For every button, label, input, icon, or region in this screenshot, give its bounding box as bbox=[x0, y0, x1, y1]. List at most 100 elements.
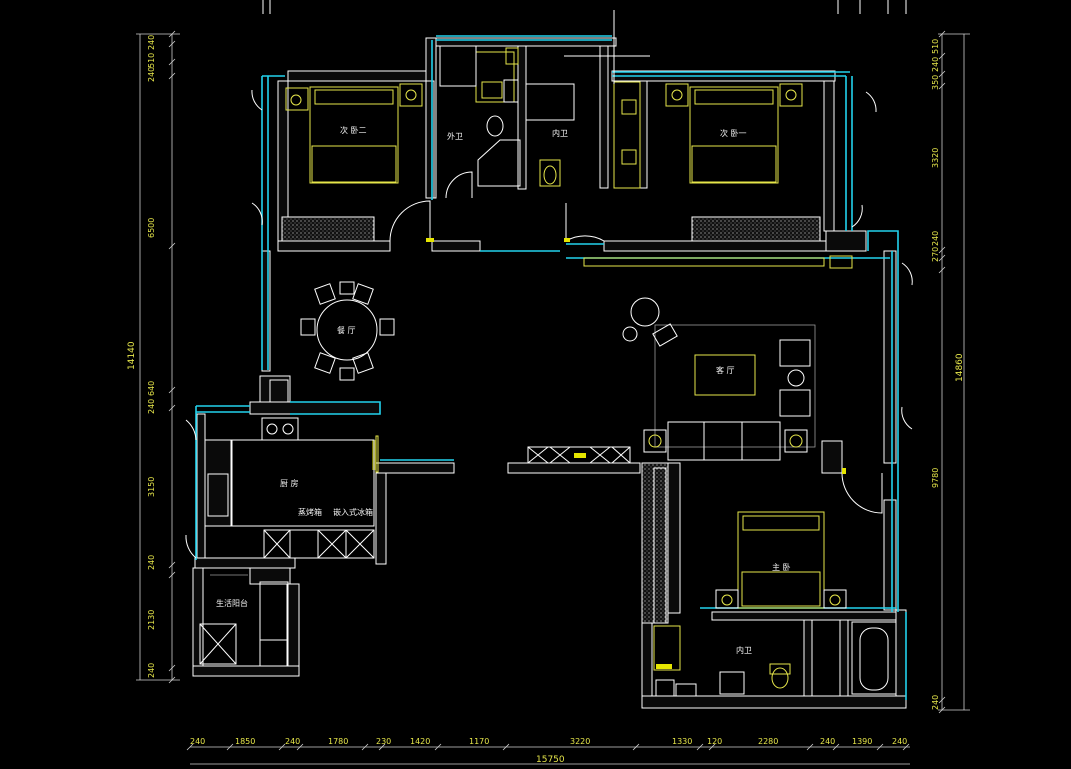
label-guest-bath: 外卫 bbox=[447, 131, 463, 141]
label-service-balcony: 生活阳台 bbox=[216, 598, 248, 608]
dim-right-7: 240 bbox=[931, 695, 940, 710]
dim-right-3: 3320 bbox=[931, 148, 940, 168]
dim-bottom-5: 1420 bbox=[410, 737, 430, 746]
kitchen-fixtures bbox=[207, 379, 379, 559]
dim-tick-left bbox=[168, 386, 176, 394]
dim-tick-right bbox=[938, 52, 946, 60]
label-master-bedroom: 主 卧 bbox=[772, 562, 791, 572]
dim-tick-left bbox=[168, 676, 176, 684]
label-master-bath: 内卫 bbox=[736, 645, 752, 655]
dim-tick-left bbox=[168, 30, 176, 38]
dim-bottom-12: 1390 bbox=[852, 737, 872, 746]
master-bath-fixtures bbox=[653, 621, 897, 697]
label-fridge: 嵌入式冰箱 bbox=[333, 507, 373, 517]
dim-tick-left bbox=[168, 664, 176, 672]
dim-right-1: 240 bbox=[931, 57, 940, 72]
bedroom-1-furniture bbox=[613, 81, 803, 189]
dim-tick-bottom bbox=[502, 743, 510, 751]
label-second-bedroom-2: 次 卧二 bbox=[340, 125, 367, 135]
dim-right-4: 240 bbox=[931, 231, 940, 246]
dim-tick-left bbox=[168, 40, 176, 48]
dim-tick-bottom bbox=[876, 743, 884, 751]
room-labels: 次 卧二 外卫 内卫 次 卧一 餐 厅 客 厅 厨 房 蒸烤箱 嵌入式冰箱 生活… bbox=[216, 125, 791, 655]
dim-right-6: 9780 bbox=[931, 468, 940, 488]
dim-left-1: 510 bbox=[147, 53, 156, 68]
balcony-fixtures bbox=[199, 574, 289, 667]
dim-bottom-2: 240 bbox=[285, 737, 300, 746]
dimension-lines bbox=[136, 33, 970, 765]
dim-left-6: 3150 bbox=[147, 477, 156, 497]
dim-bottom-13: 240 bbox=[892, 737, 907, 746]
dim-tick-left bbox=[168, 242, 176, 250]
dimension-ticks bbox=[168, 30, 946, 751]
label-living: 客 厅 bbox=[716, 365, 735, 375]
dim-tick-bottom bbox=[708, 743, 716, 751]
dim-tick-left bbox=[168, 72, 176, 80]
dim-tick-right bbox=[938, 254, 946, 262]
dim-bottom-10: 2280 bbox=[758, 737, 778, 746]
dim-tick-right bbox=[938, 706, 946, 714]
dim-bottom-11: 240 bbox=[820, 737, 835, 746]
dim-tick-bottom bbox=[186, 743, 194, 751]
dim-tick-right bbox=[938, 266, 946, 274]
bottom-dimensions: 240 1850 240 1780 230 1420 1170 3220 133… bbox=[190, 737, 907, 765]
dim-bottom-6: 1170 bbox=[469, 737, 489, 746]
left-dimensions: 240 510 240 6500 640 240 3150 240 2130 2… bbox=[127, 35, 156, 678]
guest-bath-fixtures bbox=[439, 45, 637, 187]
label-second-bedroom-1: 次 卧一 bbox=[720, 128, 747, 138]
dim-left-9: 240 bbox=[147, 663, 156, 678]
hatched-walls bbox=[281, 216, 821, 624]
dim-tick-right bbox=[938, 246, 946, 254]
dim-tick-right bbox=[938, 696, 946, 704]
dim-left-total: 14140 bbox=[127, 341, 137, 370]
label-dining: 餐 厅 bbox=[337, 326, 356, 335]
dim-bottom-3: 1780 bbox=[328, 737, 348, 746]
label-kitchen: 厨 房 bbox=[280, 478, 299, 488]
dim-tick-bottom bbox=[378, 743, 386, 751]
dim-bottom-total: 15750 bbox=[536, 755, 565, 765]
dim-tick-left bbox=[168, 561, 176, 569]
dim-tick-right bbox=[938, 30, 946, 38]
dim-tick-left bbox=[168, 571, 176, 579]
windows bbox=[195, 35, 907, 700]
dim-tick-bottom bbox=[832, 743, 840, 751]
dim-left-7: 240 bbox=[147, 555, 156, 570]
dim-tick-bottom bbox=[226, 743, 234, 751]
living-furniture bbox=[583, 255, 853, 461]
dim-left-0: 240 bbox=[147, 35, 156, 50]
dim-left-2: 240 bbox=[147, 67, 156, 82]
dim-tick-bottom bbox=[902, 743, 910, 751]
label-inner-bath-north: 内卫 bbox=[552, 128, 568, 138]
dim-tick-bottom bbox=[632, 743, 640, 751]
dim-left-3: 6500 bbox=[147, 218, 156, 238]
dim-left-8: 2130 bbox=[147, 610, 156, 630]
dim-tick-bottom bbox=[361, 743, 369, 751]
dim-right-total: 14860 bbox=[955, 353, 965, 382]
dim-tick-left bbox=[168, 404, 176, 412]
dim-left-5: 240 bbox=[147, 399, 156, 414]
dim-tick-bottom bbox=[696, 743, 704, 751]
dim-left-4: 640 bbox=[147, 381, 156, 396]
dim-right-5: 270 bbox=[931, 247, 940, 262]
master-bedroom-furniture bbox=[715, 511, 847, 609]
dim-bottom-1: 1850 bbox=[235, 737, 255, 746]
bedroom-2-furniture bbox=[285, 83, 423, 184]
label-steam-oven: 蒸烤箱 bbox=[298, 507, 322, 517]
dim-right-2: 350 bbox=[931, 75, 940, 90]
dim-bottom-9: 120 bbox=[707, 737, 722, 746]
dim-tick-bottom bbox=[278, 743, 286, 751]
dim-bottom-4: 230 bbox=[376, 737, 391, 746]
dim-tick-left bbox=[168, 58, 176, 66]
dim-bottom-7: 3220 bbox=[570, 737, 590, 746]
dining-table bbox=[300, 281, 395, 381]
corridor-cabinets bbox=[527, 446, 631, 464]
dim-tick-right bbox=[938, 70, 946, 78]
dim-tick-bottom bbox=[434, 743, 442, 751]
dim-tick-bottom bbox=[806, 743, 814, 751]
reference-lines bbox=[262, 0, 907, 84]
dim-bottom-0: 240 bbox=[190, 737, 205, 746]
dim-tick-right bbox=[938, 82, 946, 90]
dim-right-0: 510 bbox=[931, 39, 940, 54]
right-dimensions: 510 240 350 3320 240 270 9780 240 14860 bbox=[931, 39, 965, 710]
